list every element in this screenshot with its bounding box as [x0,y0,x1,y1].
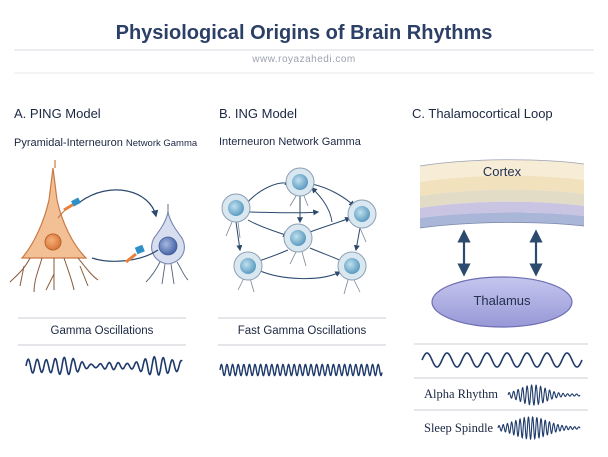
ing-cell-1 [221,193,251,223]
ing-arrow-9 [235,221,243,252]
ing-cell-4 [283,223,313,253]
alpha-rhythm-label: Alpha Rhythm [424,387,498,401]
ing-arrow-11 [311,187,333,223]
page-title: Physiological Origins of Brain Rhythms [115,22,493,44]
panel-a-subheading-main: Pyramidal-Interneuron [14,137,123,149]
pyramidal-neuron [9,160,99,293]
ing-cell-2 [285,167,315,197]
panel-b-caption: Fast Gamma Oscillations [237,325,367,337]
gamma-wave [25,355,183,376]
ing-cell-5 [233,251,263,281]
spindle-wave [497,415,581,441]
thalamus-label: Thalamus [473,293,531,308]
panel-c-graphics [414,159,588,441]
ing-arrow-4 [247,219,290,238]
ing-cell-3 [347,199,377,229]
excitatory-synapse [63,197,81,212]
thalamocortical-wave [421,352,583,368]
panel-a-subheading: Pyramidal-Interneuron Network Gamma [14,137,197,149]
pyr-to-int-arrow [79,189,159,218]
page-subtitle: www.royazahedi.com [252,54,356,65]
ing-arrow-5 [309,216,352,233]
thalamus-shape [431,276,573,328]
panel-b-heading: B. ING Model [219,106,298,121]
panel-b-subheading: Interneuron Network Gamma [219,136,361,148]
int-to-pyr-connection [91,249,159,262]
panel-a-caption: Gamma Oscillations [50,325,154,337]
panel-a-heading: A. PING Model [14,106,101,121]
ing-arrow-10 [353,227,361,252]
sleep-spindle-label: Sleep Spindle [424,421,494,435]
interneuron-soma [158,236,178,256]
panel-b-graphics [218,167,386,377]
ing-arrow-8 [257,269,342,279]
interneuron [145,204,189,285]
panel-c-heading: C. Thalamocortical Loop [412,106,553,121]
alpha-burst-wave [507,384,581,406]
panel-a-subheading-small: Network Gamma [125,138,198,149]
pyramidal-soma [44,233,62,251]
panel-a-graphics [9,160,189,376]
fast-gamma-wave [219,363,383,377]
inhibitory-synapse [125,244,145,264]
ing-arrow-12 [245,209,320,216]
cortex-label: Cortex [482,164,522,179]
ing-cell-6 [337,251,367,281]
cortex-layers [419,159,585,229]
ing-arrow-1 [245,179,292,205]
